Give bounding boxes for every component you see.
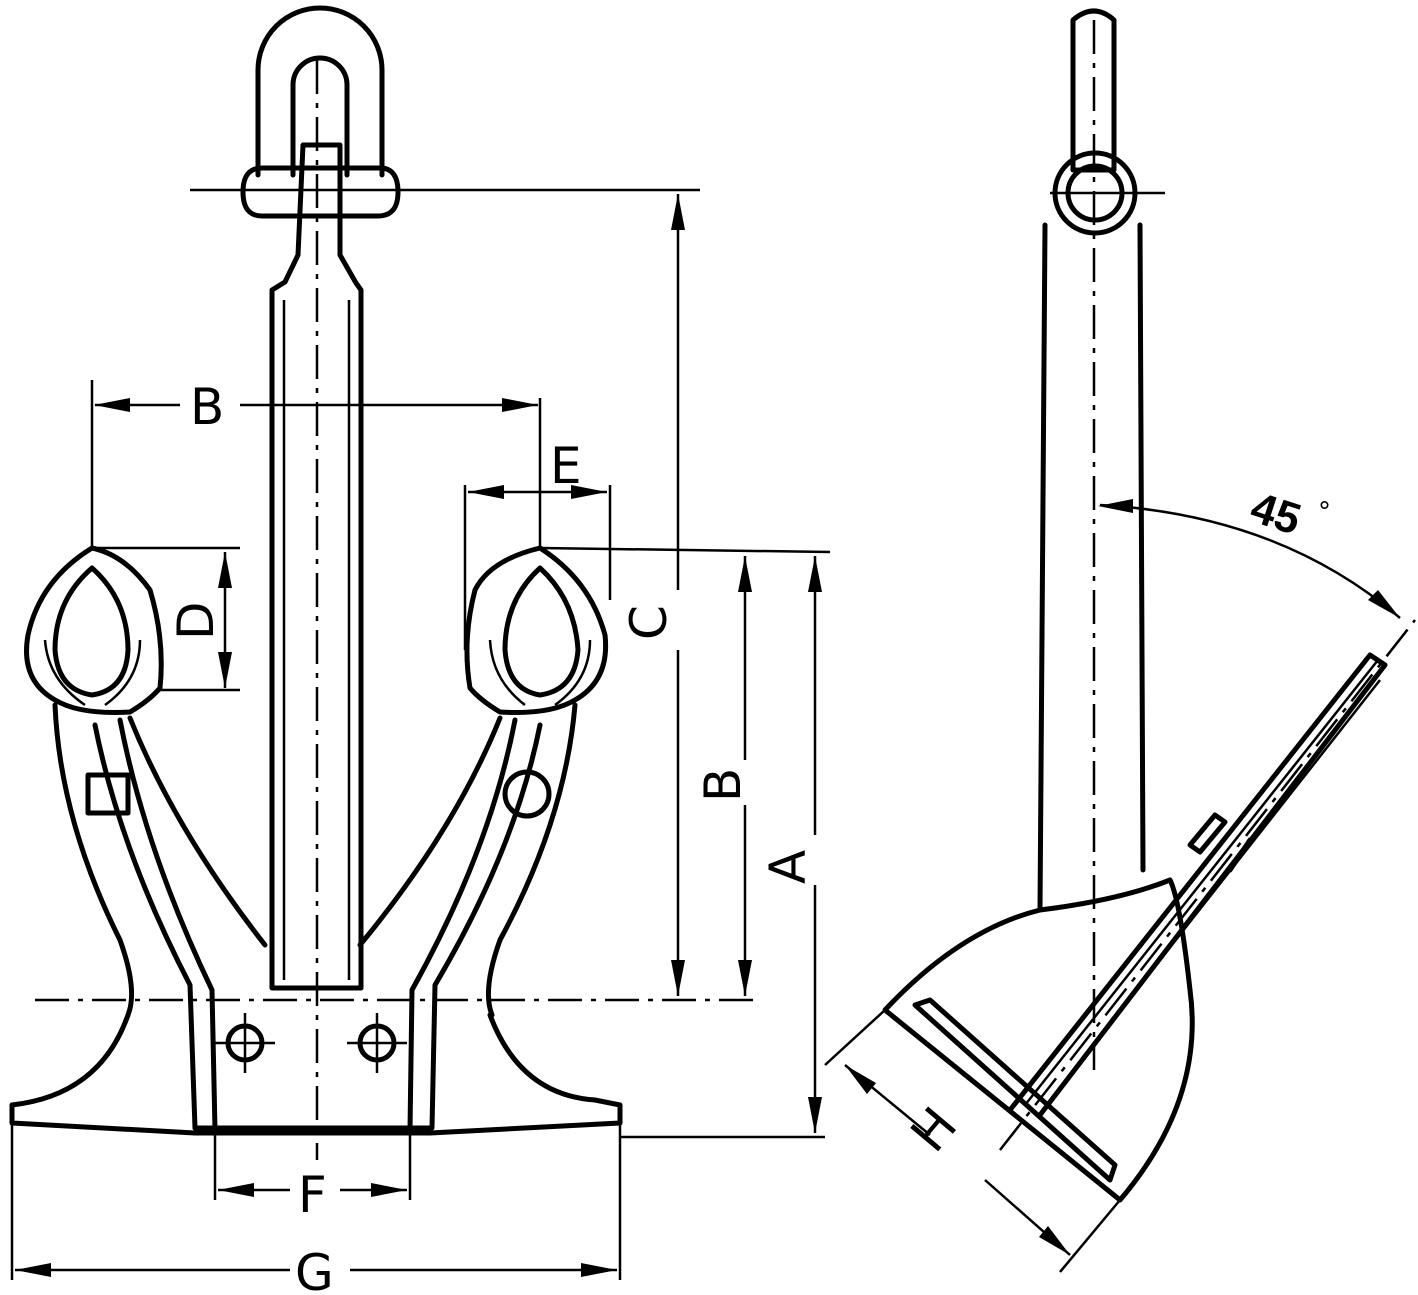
arms (52, 702, 578, 1133)
degree-symbol: ° (1318, 497, 1331, 527)
crown (9, 1012, 623, 1136)
dim-label-A: A (759, 850, 817, 884)
dim-label-B-side: B (694, 768, 752, 802)
dim-label-E: E (550, 437, 582, 495)
anchor-side-view (882, 8, 1416, 1203)
side-fluke-body (882, 877, 1195, 1203)
fluke-left (24, 545, 164, 715)
side-shackle (1070, 8, 1117, 173)
anchor-front-view (9, 5, 760, 1160)
dim-label-D: D (167, 601, 225, 640)
dim-label-H: H (900, 1097, 969, 1163)
shank (269, 142, 364, 991)
dim-label-G: G (295, 1244, 334, 1295)
angle-arc (1099, 503, 1401, 619)
dim-label-C: C (620, 605, 678, 640)
dim-label-B-top: B (190, 378, 224, 436)
dimensions: B E D C B A F (10, 188, 1401, 1295)
square-stop (85, 772, 131, 816)
dim-label-F: F (298, 1166, 327, 1224)
round-stop (502, 769, 552, 819)
shackle (240, 5, 401, 219)
fluke-right (464, 545, 609, 715)
